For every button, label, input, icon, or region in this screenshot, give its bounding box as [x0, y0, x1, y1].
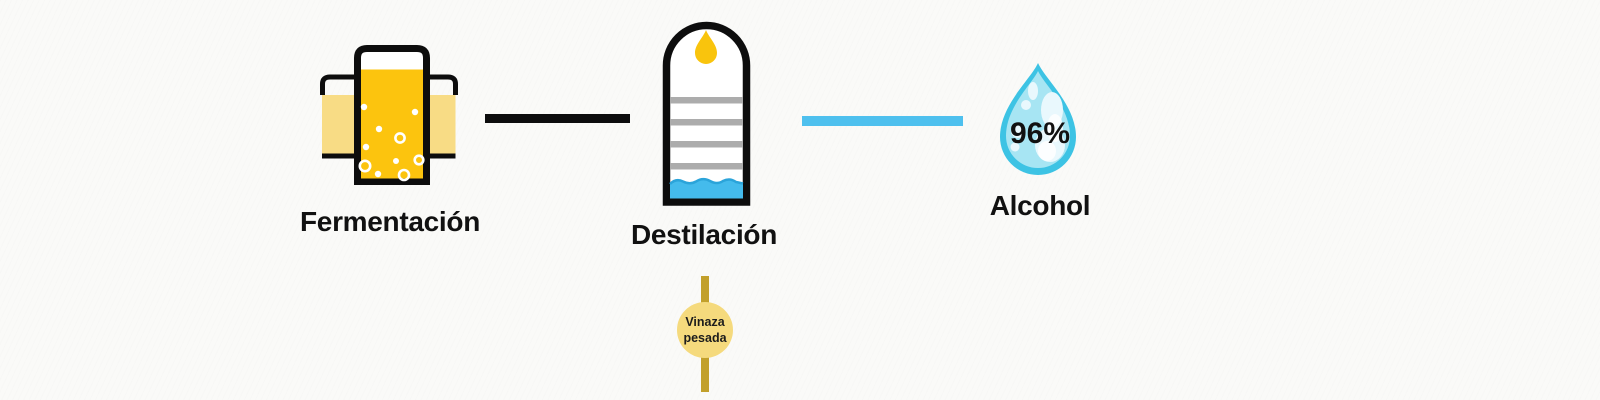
flow-connector-distill-to-alcohol: [802, 116, 963, 126]
water-drop-icon: [1000, 63, 1076, 175]
column-body: [662, 21, 751, 206]
vinaza-badge: Vinaza pesada: [677, 302, 733, 358]
alcohol-label: Alcohol: [989, 190, 1091, 221]
distillation-column-icon: [662, 21, 751, 206]
column-trays: [670, 97, 743, 170]
side-glass-left: [320, 74, 358, 159]
flow-connector-ferment-to-distill: [485, 114, 630, 123]
vinaza-badge-label: Vinaza pesada: [683, 314, 727, 345]
fermentation-tank-icon: [320, 45, 458, 185]
beer-bubbles: [358, 103, 425, 182]
fermentation-label: Fermentación: [300, 206, 480, 237]
alcohol-purity-value: 96%: [1009, 117, 1071, 150]
column-liquid: [669, 177, 744, 199]
distillation-label: Destilación: [630, 219, 778, 250]
vapor-drop-icon: [695, 30, 717, 64]
drop-highlights: [1010, 82, 1065, 162]
side-glass-right: [426, 74, 458, 159]
main-fermenter-glass: [354, 45, 430, 185]
